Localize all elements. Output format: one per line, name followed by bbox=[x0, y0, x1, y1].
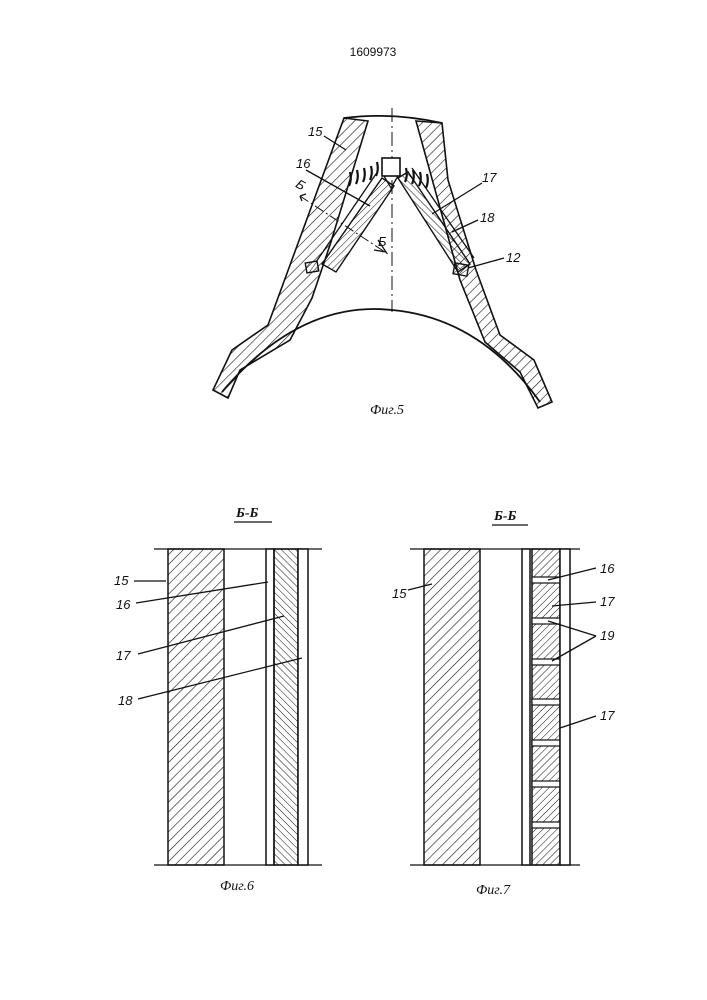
fig6-label-15: 15 bbox=[114, 573, 129, 588]
fig5-end-block-left bbox=[305, 261, 319, 273]
fig5-section-mark-right: Б bbox=[378, 234, 387, 249]
fig5-section-mark-left: Б bbox=[293, 176, 308, 193]
fig7-segmented-column-17 bbox=[532, 549, 560, 865]
fig5-caption: Фиг.5 bbox=[370, 403, 404, 418]
fig5-label-15: 15 bbox=[308, 124, 323, 139]
figure-5: 15 16 17 18 12 Б Б Фиг.5 bbox=[213, 108, 552, 418]
figure-6: Б-Б 15 16 17 18 Фиг.6 bbox=[114, 506, 322, 894]
fig6-label-18: 18 bbox=[118, 693, 133, 708]
fig7-label-16: 16 bbox=[600, 561, 615, 576]
fig7-wall-15 bbox=[424, 549, 480, 865]
fig6-layer-17 bbox=[274, 549, 298, 865]
fig5-label-18: 18 bbox=[480, 210, 495, 225]
patent-number: 1609973 bbox=[350, 45, 397, 59]
fig5-apex-block-16 bbox=[382, 158, 400, 176]
fig6-layer-18 bbox=[298, 549, 308, 865]
fig5-right-wall-18 bbox=[416, 121, 552, 408]
fig5-label-16: 16 bbox=[296, 156, 311, 171]
fig6-caption: Фиг.6 bbox=[220, 879, 254, 894]
fig5-end-block-right-12 bbox=[453, 263, 469, 276]
fig7-label-17b: 17 bbox=[600, 708, 615, 723]
figure-7: Б-Б 15 16 17 19 17 Фиг bbox=[392, 509, 615, 898]
fig5-label-17: 17 bbox=[482, 170, 497, 185]
fig6-plate-16 bbox=[266, 549, 274, 865]
fig5-label-12: 12 bbox=[506, 250, 521, 265]
fig7-caption: Фиг.7 bbox=[476, 883, 511, 898]
fig7-plate-16 bbox=[522, 549, 530, 865]
fig6-label-17: 17 bbox=[116, 648, 131, 663]
fig7-outer-layer bbox=[560, 549, 570, 865]
fig6-label-16: 16 bbox=[116, 597, 131, 612]
fig7-label-15: 15 bbox=[392, 586, 407, 601]
fig7-label-19: 19 bbox=[600, 628, 614, 643]
fig6-section-title: Б-Б bbox=[235, 506, 259, 521]
fig7-section-title: Б-Б bbox=[493, 509, 517, 524]
fig7-label-17a: 17 bbox=[600, 594, 615, 609]
